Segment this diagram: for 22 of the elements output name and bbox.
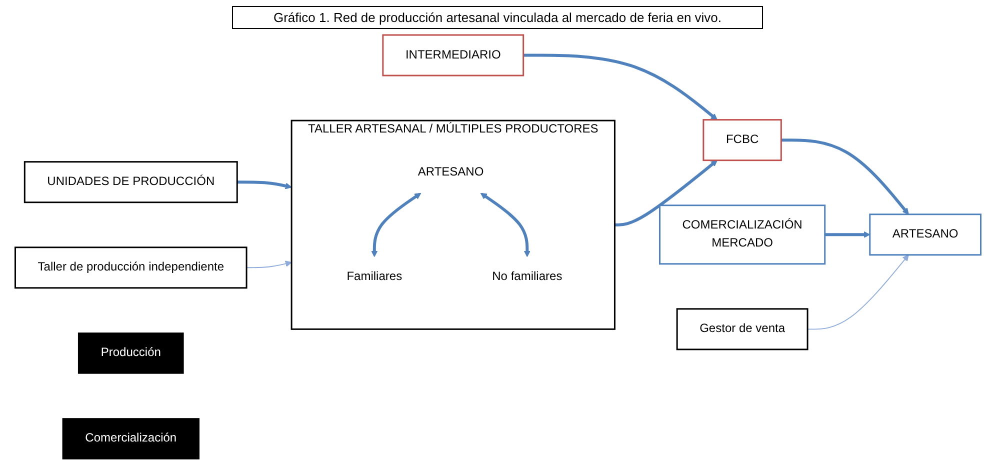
node-box: INTERMEDIARIO [382,34,524,76]
node-box: Producción [77,332,184,374]
node-text: ARTESANO [417,166,484,179]
node-box: COMERCIALIZACIÓN MERCADO [658,204,826,265]
arrow [780,138,908,215]
node-box: UNIDADES DE PRODUCCIÓN [23,161,238,204]
arrow [236,180,292,190]
node-box: Gestor de venta [676,308,808,350]
arrow [480,192,530,258]
arrow [824,231,870,238]
arrow [246,260,292,268]
arrow [522,54,717,120]
node-box: ARTESANO [868,214,981,256]
node-box: FCBC [702,119,782,162]
node-box: Taller de producción independiente [14,246,247,289]
diagram-title: Gráfico 1. Red de producción artesanal vinculada al mercado de feria en vivo. [232,6,763,29]
node-text: No familiares [492,270,562,284]
arrow [614,160,717,226]
arrow [806,254,908,330]
node-box: Comercialización [62,418,199,460]
arrow [370,192,421,258]
node-text: Familiares [346,270,402,284]
